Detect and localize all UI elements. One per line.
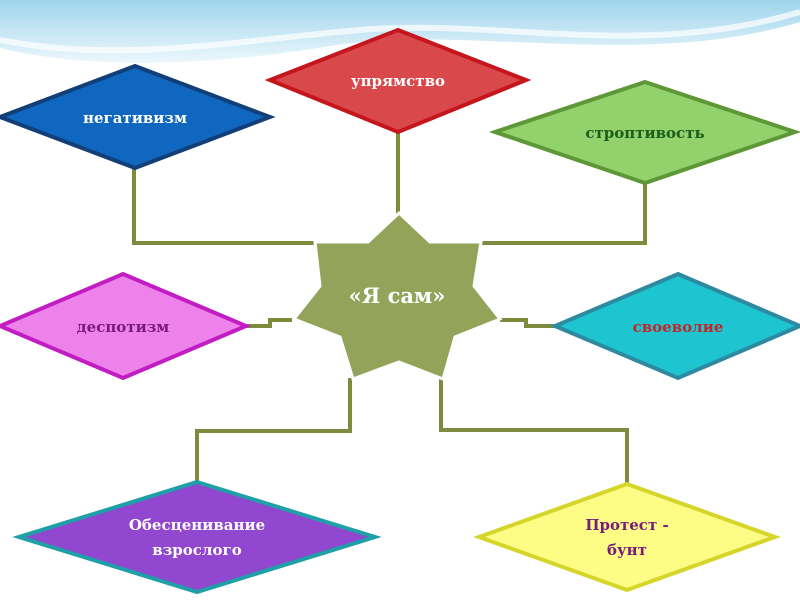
despotism-diamond <box>0 271 252 381</box>
connector-despotism <box>246 318 292 328</box>
despotism-label: деспотизм <box>77 318 170 336</box>
center-node: «Я сам» <box>291 210 503 381</box>
protest-label-line1: Протест - <box>585 516 668 534</box>
devaluation-label-line1: Обесценивание <box>129 516 265 534</box>
connector-protest <box>439 378 629 484</box>
stubbornness-label: упрямство <box>351 72 445 90</box>
obstinacy-diamond <box>488 79 800 186</box>
self-will-label: своеволие <box>633 318 724 336</box>
node-obstinacy: строптивость <box>488 79 800 186</box>
devaluation-diamond <box>12 479 382 595</box>
connectors <box>132 132 647 484</box>
node-protest: Протест - бунт <box>473 481 781 593</box>
center-label: «Я сам» <box>349 283 446 308</box>
negativism-label: негативизм <box>83 109 187 127</box>
background-wave-highlight <box>0 9 800 54</box>
protest-diamond <box>473 481 781 593</box>
center-star-shape <box>291 210 503 381</box>
negativism-diamond <box>0 63 276 171</box>
stubbornness-diamond <box>264 27 532 135</box>
connector-negativism <box>132 168 314 245</box>
obstinacy-label: строптивость <box>585 124 704 142</box>
node-negativism: негативизм <box>0 63 276 171</box>
protest-label-line2: бунт <box>607 541 647 559</box>
node-despotism: деспотизм <box>0 271 252 381</box>
node-devaluation: Обесценивание взрослого <box>12 479 382 595</box>
connector-devaluation <box>195 378 352 482</box>
connector-self-will <box>500 318 555 328</box>
devaluation-label-line2: взрослого <box>152 541 241 559</box>
self-will-diamond <box>549 271 800 381</box>
node-self-will: своеволие <box>549 271 800 381</box>
node-stubbornness: упрямство <box>264 27 532 135</box>
connector-obstinacy <box>482 183 647 245</box>
